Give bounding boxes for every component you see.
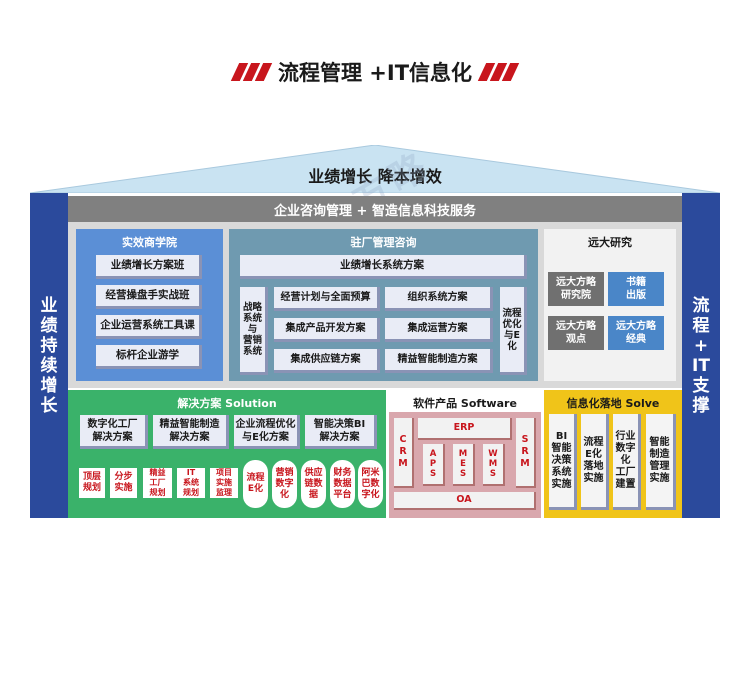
research-item: 远大方略 观点 bbox=[548, 316, 604, 350]
software-srm: S R M bbox=[516, 418, 536, 488]
consult-grid-item: 精益智能制造方案 bbox=[385, 349, 493, 373]
consult-grid-item: 集成运营方案 bbox=[385, 318, 493, 342]
software-mes: M E S bbox=[453, 444, 475, 486]
solution-pill: IT 系统 规划 bbox=[177, 468, 205, 498]
solve-item: 智能 制造 管理 实施 bbox=[646, 414, 676, 510]
solve-item: BI 智能 决策 系统 实施 bbox=[549, 414, 577, 510]
left-pillar: 业 绩 持 续 增 长 bbox=[30, 193, 68, 518]
consult-right-box: 流程 优化 与E化 bbox=[500, 287, 527, 375]
research-item: 远大方略 研究院 bbox=[548, 272, 604, 306]
consult-grid-item: 经营计划与全面预算 bbox=[274, 287, 380, 311]
roof-label: 业绩增长 降本增效 bbox=[308, 167, 442, 186]
right-stripes-decoration bbox=[477, 63, 520, 81]
main-service-bar: 企业咨询管理 + 智造信息科技服务 bbox=[68, 196, 682, 222]
research-title: 远大研究 bbox=[588, 236, 632, 249]
software-aps: A P S bbox=[423, 444, 445, 486]
solution-pill: 分步 实施 bbox=[110, 468, 137, 498]
page-title-row: 流程管理 +IT信息化 bbox=[0, 55, 750, 89]
solve-item: 流程 E化 落地 实施 bbox=[581, 414, 609, 510]
solution-pill: 顶层 规划 bbox=[79, 468, 105, 498]
solution-top-item: 精益智能制造 解决方案 bbox=[153, 415, 229, 449]
software-oa: OA bbox=[394, 492, 536, 510]
academy-item: 业绩增长方案班 bbox=[96, 255, 202, 279]
solution-title: 解决方案 Solution bbox=[177, 397, 277, 410]
solution-pill: 财务 数据 平台 bbox=[330, 460, 355, 508]
consult-grid-item: 集成供应链方案 bbox=[274, 349, 380, 373]
academy-item: 标杆企业游学 bbox=[96, 345, 202, 369]
solution-pill: 流程 E化 bbox=[243, 460, 268, 508]
left-stripes-decoration bbox=[230, 63, 273, 81]
solution-pill: 营销 数字 化 bbox=[272, 460, 297, 508]
software-wms: W M S bbox=[483, 444, 505, 486]
software-erp: ERP bbox=[418, 418, 512, 440]
consult-title: 驻厂管理咨询 bbox=[350, 236, 417, 249]
consult-grid-item: 组织系统方案 bbox=[385, 287, 493, 311]
software-crm: C R M bbox=[394, 418, 414, 488]
solution-pill: 项目 实施 监理 bbox=[210, 468, 238, 498]
solution-pill: 阿米 巴数 字化 bbox=[358, 460, 383, 508]
solution-top-item: 数字化工厂 解决方案 bbox=[80, 415, 148, 449]
right-pillar: 流 程 + IT 支 撑 bbox=[682, 193, 720, 518]
academy-title: 实效商学院 bbox=[122, 236, 177, 249]
solution-pill: 供应 链数 据 bbox=[301, 460, 326, 508]
roof-shape bbox=[30, 145, 720, 193]
solve-item: 行业 数字 化 工厂 建置 bbox=[613, 414, 641, 510]
solution-top-item: 企业流程优化 与E化方案 bbox=[234, 415, 300, 449]
page-title: 流程管理 +IT信息化 bbox=[277, 61, 473, 85]
research-item: 书籍 出版 bbox=[608, 272, 664, 306]
software-title: 软件产品 Software bbox=[413, 397, 517, 410]
solution-top-item: 智能决策BI 解决方案 bbox=[305, 415, 377, 449]
academy-item: 经营操盘手实战班 bbox=[96, 285, 202, 309]
solution-pill: 精益 工厂 规划 bbox=[143, 468, 172, 498]
solve-title: 信息化落地 Solve bbox=[566, 397, 660, 410]
consult-left-box: 战略 系统 与 营销 系统 bbox=[240, 287, 268, 375]
research-item: 远大方略 经典 bbox=[608, 316, 664, 350]
consult-top-box: 业绩增长系统方案 bbox=[240, 255, 527, 279]
consult-grid-item: 集成产品开发方案 bbox=[274, 318, 380, 342]
academy-item: 企业运营系统工具课 bbox=[96, 315, 202, 339]
